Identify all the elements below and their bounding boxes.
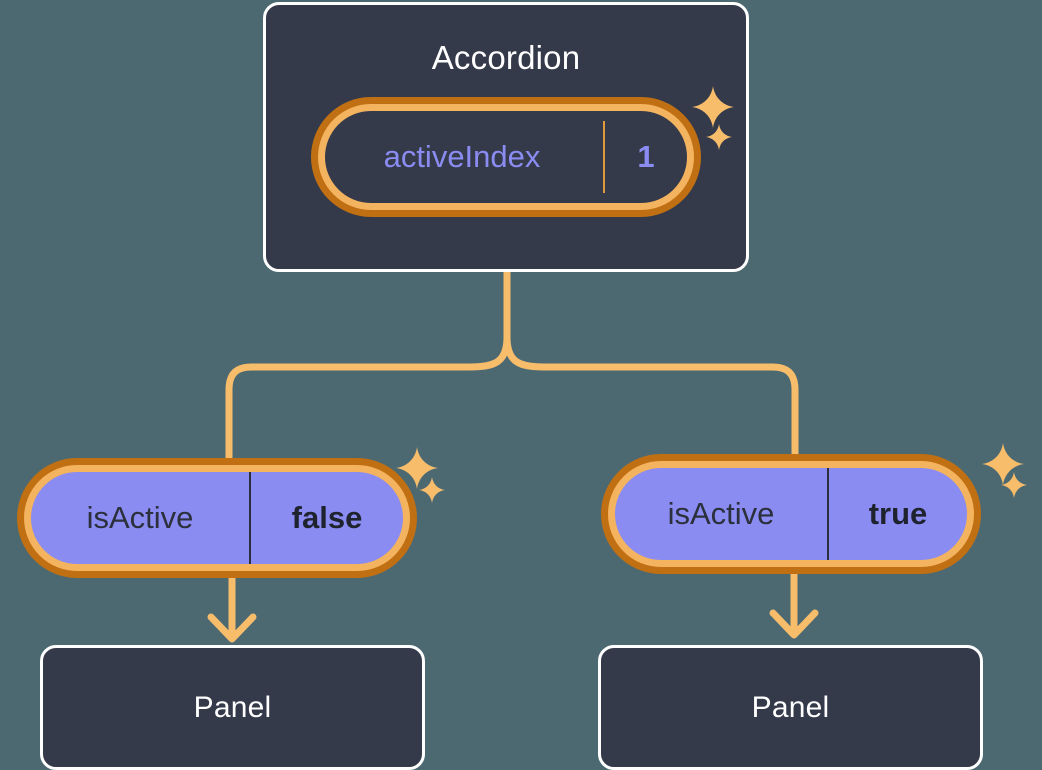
active-index-key: activeIndex xyxy=(383,139,541,174)
pill-divider xyxy=(249,472,251,564)
pill-divider xyxy=(603,121,605,193)
active-index-pill-inner: activeIndex 1 xyxy=(325,111,687,203)
sparkle-four-point-icon xyxy=(982,443,1024,485)
is-active-true-pill[interactable]: isActive true xyxy=(601,454,981,574)
panel-card-left[interactable]: Panel xyxy=(40,645,425,770)
is-active-false-pill[interactable]: isActive false xyxy=(17,458,417,578)
is-active-false-value: false xyxy=(291,500,363,535)
is-active-true-value: true xyxy=(868,496,928,531)
active-index-value: 1 xyxy=(637,139,655,174)
panel-card-right[interactable]: Panel xyxy=(598,645,983,770)
is-active-true-state-node[interactable]: isActive true xyxy=(601,454,981,574)
pill-divider xyxy=(827,468,829,560)
panel-title-left: Panel xyxy=(193,690,272,724)
is-active-false-state-node[interactable]: isActive false xyxy=(17,458,417,578)
arrow-down-icon-left xyxy=(207,613,257,643)
arrow-down-icon-right xyxy=(769,609,819,639)
is-active-false-key: isActive xyxy=(86,500,194,535)
sparkle-four-point-small-icon xyxy=(1001,472,1027,498)
panel-title-right: Panel xyxy=(751,690,830,724)
is-active-false-pill-inner: isActive false xyxy=(31,472,403,564)
connector-branch-left xyxy=(225,333,511,466)
sparkle-four-point-small-icon xyxy=(419,477,445,503)
accordion-title: Accordion xyxy=(431,39,581,76)
is-active-true-pill-inner: isActive true xyxy=(615,468,967,560)
is-active-true-key: isActive xyxy=(667,496,775,531)
connector-branch-right xyxy=(503,333,799,466)
active-index-pill[interactable]: activeIndex 1 xyxy=(311,97,701,217)
active-index-state-node[interactable]: activeIndex 1 xyxy=(311,97,701,217)
